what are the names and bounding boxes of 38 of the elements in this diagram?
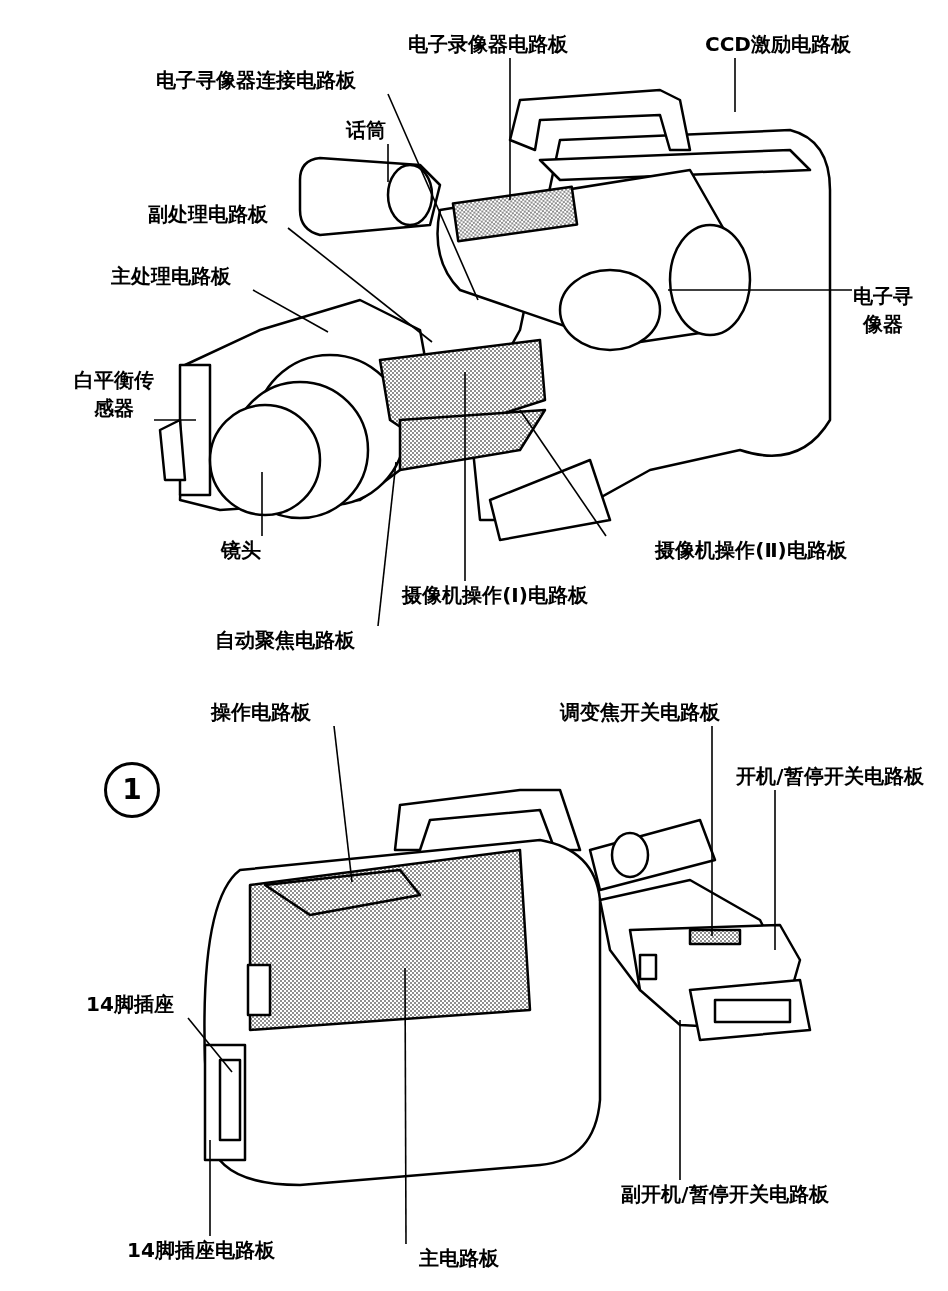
leader-line xyxy=(377,461,397,627)
leader-line xyxy=(252,289,329,333)
callout-label: 14脚插座电路板 xyxy=(98,1236,304,1264)
leader-line xyxy=(333,725,353,883)
callout-label: 摄像机操作(Ⅱ)电路板 xyxy=(606,536,896,564)
leader-line xyxy=(153,419,197,421)
callout-label: CCD激励电路板 xyxy=(683,30,873,58)
callout-label: 操作电路板 xyxy=(188,698,334,726)
callout-label: 14脚插座 xyxy=(72,990,188,1018)
callout-label: 电子寻像器 xyxy=(852,282,914,338)
callout-label: 副开机/暂停开关电路板 xyxy=(586,1180,864,1208)
leader-line xyxy=(209,1139,211,1237)
leader-line xyxy=(679,1019,681,1181)
callout-label: 镜头 xyxy=(212,536,270,564)
leader-line xyxy=(711,725,713,937)
callout-label: 调变焦开关电路板 xyxy=(532,698,748,726)
leader-line xyxy=(464,371,466,582)
callout-label: 白平衡传感器 xyxy=(74,366,154,422)
callout-label: 主处理电路板 xyxy=(88,262,253,290)
callout-label: 自动聚焦电路板 xyxy=(192,626,378,654)
leader-line xyxy=(187,1017,233,1073)
leader-line xyxy=(261,471,263,537)
callout-label: 主电路板 xyxy=(406,1244,512,1272)
leader-line xyxy=(774,789,776,951)
callout-label: 话筒 xyxy=(333,116,399,144)
leader-line xyxy=(734,57,736,113)
callout-label: 摄像机操作(Ⅰ)电路板 xyxy=(362,581,628,609)
circled-number: 1 xyxy=(104,762,160,818)
callout-label: 电子录像器电路板 xyxy=(383,30,593,58)
leader-line xyxy=(509,57,511,201)
leader-line xyxy=(287,227,433,343)
leader-line xyxy=(667,289,853,291)
leader-line xyxy=(404,967,407,1245)
leader-line xyxy=(387,143,389,183)
callout-label: 副处理电路板 xyxy=(128,200,288,228)
leader-line xyxy=(387,93,479,301)
callout-label: 开机/暂停开关电路板 xyxy=(724,762,936,790)
callout-label: 电子寻像器连接电路板 xyxy=(123,66,388,94)
